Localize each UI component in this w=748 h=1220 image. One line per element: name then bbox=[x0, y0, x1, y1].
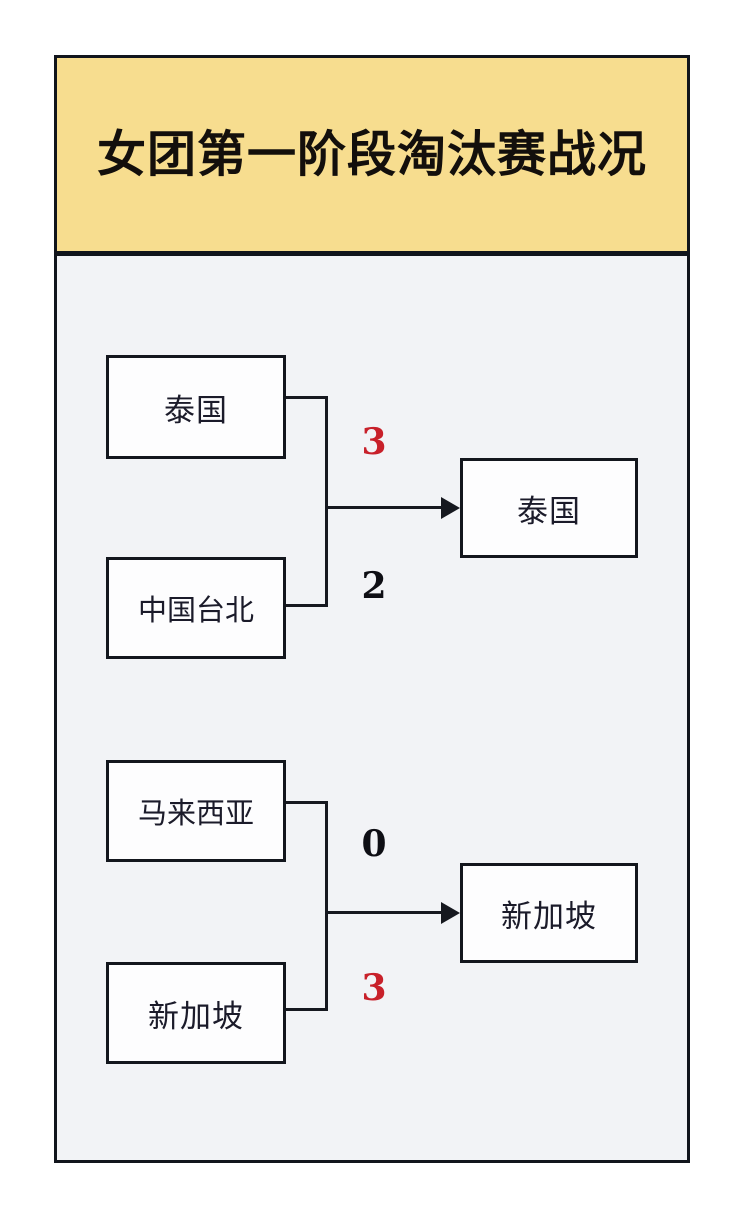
score-chinese-taipei: 2 bbox=[361, 565, 387, 607]
arrow-icon bbox=[441, 902, 460, 924]
winner-name: 泰国 bbox=[517, 493, 581, 530]
connector-line bbox=[325, 506, 445, 509]
team-name: 泰国 bbox=[164, 392, 228, 429]
connector-line bbox=[325, 911, 445, 914]
team-name: 马来西亚 bbox=[137, 796, 254, 830]
team-name: 新加坡 bbox=[148, 998, 244, 1035]
score-singapore: 3 bbox=[361, 967, 387, 1009]
connector-line bbox=[325, 396, 328, 607]
page-title: 女团第一阶段淘汰赛战况 bbox=[96, 125, 647, 183]
winner-box-match-1[interactable]: 泰国 bbox=[460, 458, 638, 558]
arrow-icon bbox=[441, 497, 460, 519]
team-box-malaysia[interactable]: 马来西亚 bbox=[106, 760, 286, 862]
connector-line bbox=[286, 396, 328, 399]
winner-box-match-2[interactable]: 新加坡 bbox=[460, 863, 638, 963]
winner-name: 新加坡 bbox=[501, 898, 597, 935]
title-banner: 女团第一阶段淘汰赛战况 bbox=[54, 55, 690, 254]
team-box-singapore[interactable]: 新加坡 bbox=[106, 962, 286, 1064]
connector-line bbox=[286, 1008, 328, 1011]
connector-line bbox=[325, 801, 328, 1011]
bracket-card: 女团第一阶段淘汰赛战况 bbox=[54, 55, 690, 1163]
score-malaysia: 0 bbox=[361, 823, 387, 865]
team-name: 中国台北 bbox=[137, 593, 254, 627]
connector-line bbox=[286, 604, 328, 607]
team-box-chinese-taipei[interactable]: 中国台北 bbox=[106, 557, 286, 659]
score-thailand: 3 bbox=[361, 421, 387, 463]
team-box-thailand[interactable]: 泰国 bbox=[106, 355, 286, 459]
connector-line bbox=[286, 801, 328, 804]
